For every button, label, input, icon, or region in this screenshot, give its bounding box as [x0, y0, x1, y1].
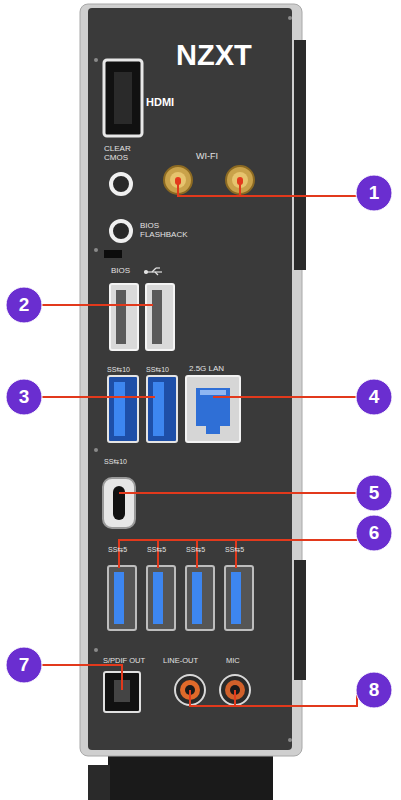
port-label: LINE-OUT — [163, 657, 198, 665]
bracket-tab — [88, 765, 110, 800]
usb-5g-port — [147, 566, 175, 630]
usb2-port — [146, 284, 174, 350]
port-label: S/PDIF OUT — [103, 657, 145, 665]
usb-5g-port — [186, 566, 214, 630]
port-label: HDMI — [146, 96, 174, 108]
usb-5g-port — [108, 566, 136, 630]
button-label: BIOS FLASHBACK — [140, 222, 202, 240]
panel-side-edge — [294, 560, 306, 680]
lan-port — [186, 376, 240, 442]
clear-cmos-button — [111, 174, 131, 194]
usb-10g-port — [108, 376, 138, 442]
audio-jack — [220, 675, 250, 705]
usb-logo-label: SS⇆10 — [146, 366, 169, 374]
brand-logo: NZXT — [176, 40, 252, 72]
usb-c-port — [103, 478, 135, 528]
callout-number: 2 — [19, 295, 30, 316]
panel-side-edge — [294, 40, 306, 270]
port-label: MIC — [226, 657, 240, 665]
hdmi-tongue — [114, 72, 132, 124]
usb-logo-label: SS⇆10 — [107, 366, 130, 374]
callout-number: 5 — [369, 483, 380, 504]
port-label: 2.5G LAN — [189, 365, 224, 374]
button-label: CLEAR CMOS — [104, 145, 140, 163]
usb-logo-label: SS⇆5 — [108, 546, 127, 554]
usb-icon — [145, 268, 163, 275]
usb-5g-port — [225, 566, 253, 630]
usb-logo-label: SS⇆5 — [147, 546, 166, 554]
callout-number: 1 — [369, 183, 380, 204]
callout-number: 8 — [369, 680, 380, 701]
panel-frame — [80, 4, 302, 756]
bios-flashback-button — [111, 221, 131, 241]
panel-holes — [94, 16, 292, 742]
usb-logo-label: SS⇆5 — [186, 546, 205, 554]
port-label: BIOS — [111, 267, 130, 276]
callout-disc — [6, 175, 392, 708]
hdmi-port — [104, 60, 142, 136]
callout-number: 6 — [369, 523, 380, 544]
port-label: WI-FI — [196, 152, 218, 162]
callout-number: 3 — [19, 387, 30, 408]
usb2-port — [110, 284, 138, 350]
leader-line — [41, 182, 357, 706]
leader-dot — [175, 179, 243, 185]
callout-number: 4 — [369, 387, 380, 408]
status-led — [104, 250, 122, 258]
callout-number: 7 — [19, 655, 30, 676]
usb-logo-label: SS⇆10 — [104, 458, 127, 466]
panel-face — [88, 8, 292, 750]
usb-10g-port — [147, 376, 177, 442]
usb-logo-label: SS⇆5 — [225, 546, 244, 554]
